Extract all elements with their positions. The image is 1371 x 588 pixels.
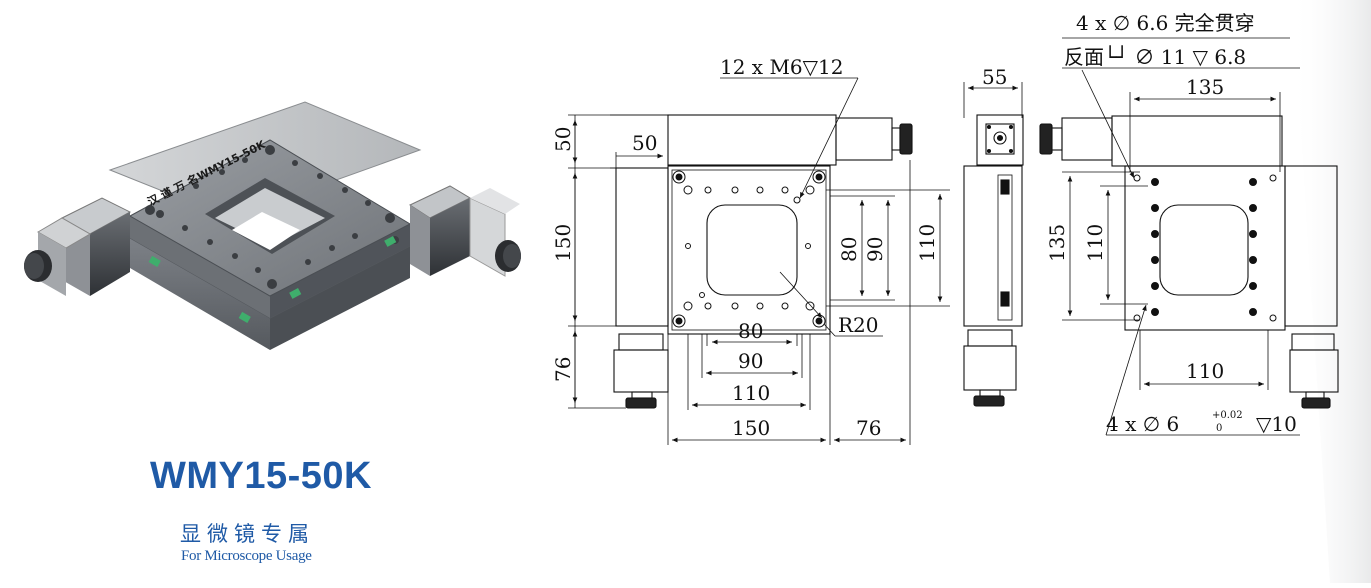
model-name: WMY15-50K: [150, 455, 372, 497]
dim-90-vertical: 90: [863, 237, 887, 262]
top-labels: 4 x ∅ 6.6 完全贯穿 反面└┘ ∅ 11 ▽ 6.8 135 135 1…: [1045, 11, 1297, 436]
aperture-hole: [232, 212, 300, 250]
lower-motor: [613, 349, 669, 393]
tapped-hole-callout: 12 x M6▽12: [720, 55, 843, 79]
side-motor-face: [976, 114, 1024, 166]
upper-motor-body: [835, 117, 893, 161]
usage-title-cn: 显微镜专属: [180, 522, 315, 546]
main-plate: [667, 165, 831, 335]
dim-body: 150: [551, 224, 575, 262]
dim-110-horizontal: 110: [732, 381, 770, 405]
upper-motor-housing: [667, 114, 837, 166]
dim-110-vertical: 110: [915, 224, 939, 262]
dim-90-horizontal: 90: [738, 349, 763, 373]
right-motor: [408, 185, 521, 277]
center-aperture: [706, 204, 798, 296]
dim-76-horizontal: 76: [856, 416, 881, 440]
tolerance-lower: 0: [1216, 423, 1222, 434]
top-rail-upper: [1111, 115, 1283, 167]
pin-depth: ▽10: [1256, 412, 1297, 436]
top-plate: [1124, 165, 1286, 331]
base-left-face: [130, 238, 270, 350]
dim-135-vertical: 135: [1045, 224, 1069, 262]
top-view: [1039, 115, 1339, 409]
usage-title-en: For Microscope Usage: [181, 548, 312, 564]
dim-80-vertical: 80: [837, 237, 861, 262]
front-view: [613, 114, 913, 409]
dim-radius: R20: [838, 313, 879, 337]
pin-hole-callout: 4 x ∅ 6: [1106, 412, 1179, 436]
dim-150-horizontal: 150: [732, 416, 770, 440]
plate-right-face: [270, 224, 410, 318]
left-rail: [615, 167, 669, 327]
limit-indicators: [148, 236, 397, 323]
dim-top-offset: 50: [551, 127, 575, 152]
plate-left-face: [130, 216, 270, 318]
through-hole-callout: 4 x ∅ 6.6 完全贯穿: [1076, 11, 1255, 35]
dim-motor: 76: [551, 357, 575, 382]
dim-height-left: 50: [632, 131, 657, 155]
left-motor: [24, 197, 132, 296]
front-plate-holes: [672, 170, 826, 328]
base-right-face: [270, 246, 410, 350]
counterbore-callout: 反面└┘ ∅ 11 ▽ 6.8: [1064, 45, 1246, 69]
front-dimensions: [568, 77, 950, 445]
top-plate-holes: [1133, 174, 1277, 322]
dim-side-width: 55: [982, 65, 1007, 89]
tolerance-upper: +0.02: [1212, 410, 1243, 421]
dim-80-horizontal: 80: [738, 319, 763, 343]
top-dimensions: [1062, 37, 1300, 436]
top-aperture: [1159, 204, 1249, 296]
top-rail-right: [1284, 165, 1338, 327]
dim-110-vertical-top: 110: [1083, 224, 1107, 262]
dim-110-horizontal-top: 110: [1186, 359, 1224, 383]
side-dimensions: [963, 82, 1023, 118]
side-body: [963, 165, 1023, 327]
front-labels: 12 x M6▽12 50 50 150 76 80 90 110 R20 80…: [551, 55, 939, 440]
product-render: 汉 谨 万 名WMY15-50K: [24, 101, 521, 350]
side-view: [963, 114, 1024, 407]
dim-135-horizontal: 135: [1186, 75, 1224, 99]
edge-shading: [1290, 0, 1371, 583]
